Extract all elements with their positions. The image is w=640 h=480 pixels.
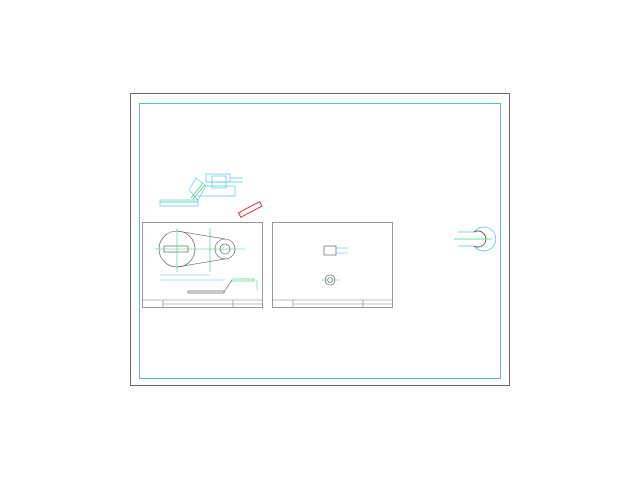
keyhole-slot-feature[interactable] <box>454 226 497 252</box>
drawing-frame <box>139 103 501 379</box>
bent-part-3d-view[interactable] <box>159 173 243 207</box>
drawing-sheet-1[interactable] <box>142 222 263 308</box>
selected-pin-part[interactable] <box>237 200 263 218</box>
sheet-border <box>130 93 510 386</box>
drawing-sheet-2[interactable] <box>272 222 393 308</box>
